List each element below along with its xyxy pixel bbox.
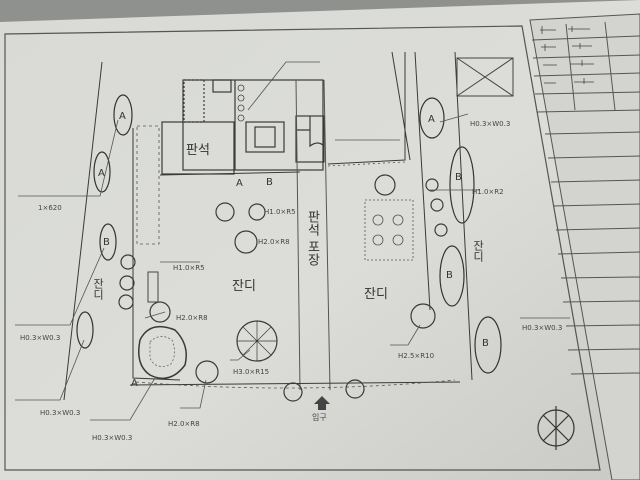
entrance-label: 입구 [312,413,327,422]
svg-text:H0.3×W0.3: H0.3×W0.3 [40,409,80,417]
svg-text:B: B [103,237,110,248]
shrubs [76,94,502,374]
pan-seok-label: 판석 [186,143,210,158]
paved-path [295,79,331,391]
svg-text:1×620: 1×620 [38,204,62,212]
svg-text:H2.0×R8: H2.0×R8 [258,238,290,246]
svg-text:A: A [236,178,243,189]
lawn-right-side-label: 잔디 [472,240,485,262]
spec-notes: 1×620 H0.3×W0.3 H0.3×W0.3 H0.3×W0.3 H2.0… [20,120,562,442]
svg-text:H2.0×R8: H2.0×R8 [168,420,200,428]
svg-text:H2.5×R10: H2.5×R10 [398,352,434,360]
svg-text:H0.3×W0.3: H0.3×W0.3 [92,434,132,442]
plan-border [4,25,601,471]
entrance-marker: 입구 [312,396,330,422]
svg-text:A: A [119,111,126,122]
svg-text:H3.0×R15: H3.0×R15 [233,368,269,376]
lawn-center-label: 잔디 [232,279,256,294]
svg-text:B: B [266,177,273,188]
svg-text:H1.0×R5: H1.0×R5 [173,264,205,272]
svg-text:B: B [446,270,453,281]
svg-text:H1.0×R5: H1.0×R5 [264,208,296,216]
svg-text:H0.3×W0.3: H0.3×W0.3 [522,324,562,332]
svg-text:B: B [455,172,462,183]
svg-text:B: B [482,338,489,349]
svg-text:A: A [98,168,105,179]
leader-lines [15,61,570,421]
svg-text:H0.3×W0.3: H0.3×W0.3 [20,334,60,342]
lawn-left-side-label: 잔디 [92,278,105,300]
stone-edges [135,125,456,389]
pond-inner [149,336,175,367]
building-dots [237,84,245,122]
pan-seok-pojang-label: 판석 포장 [305,210,320,267]
title-block [529,13,640,480]
trees [118,174,448,402]
lawn-right-label: 잔디 [364,287,388,302]
svg-text:A: A [131,378,138,389]
side-fixtures [147,57,514,303]
plant-markers: A A B A B B B A A B [98,111,489,389]
svg-text:A: A [428,114,435,125]
north-arrow [537,406,575,450]
svg-text:H1.0×R2: H1.0×R2 [472,188,504,196]
svg-text:H0.3×W0.3: H0.3×W0.3 [470,120,510,128]
pond [138,325,187,380]
svg-text:H2.0×R8: H2.0×R8 [176,314,208,322]
